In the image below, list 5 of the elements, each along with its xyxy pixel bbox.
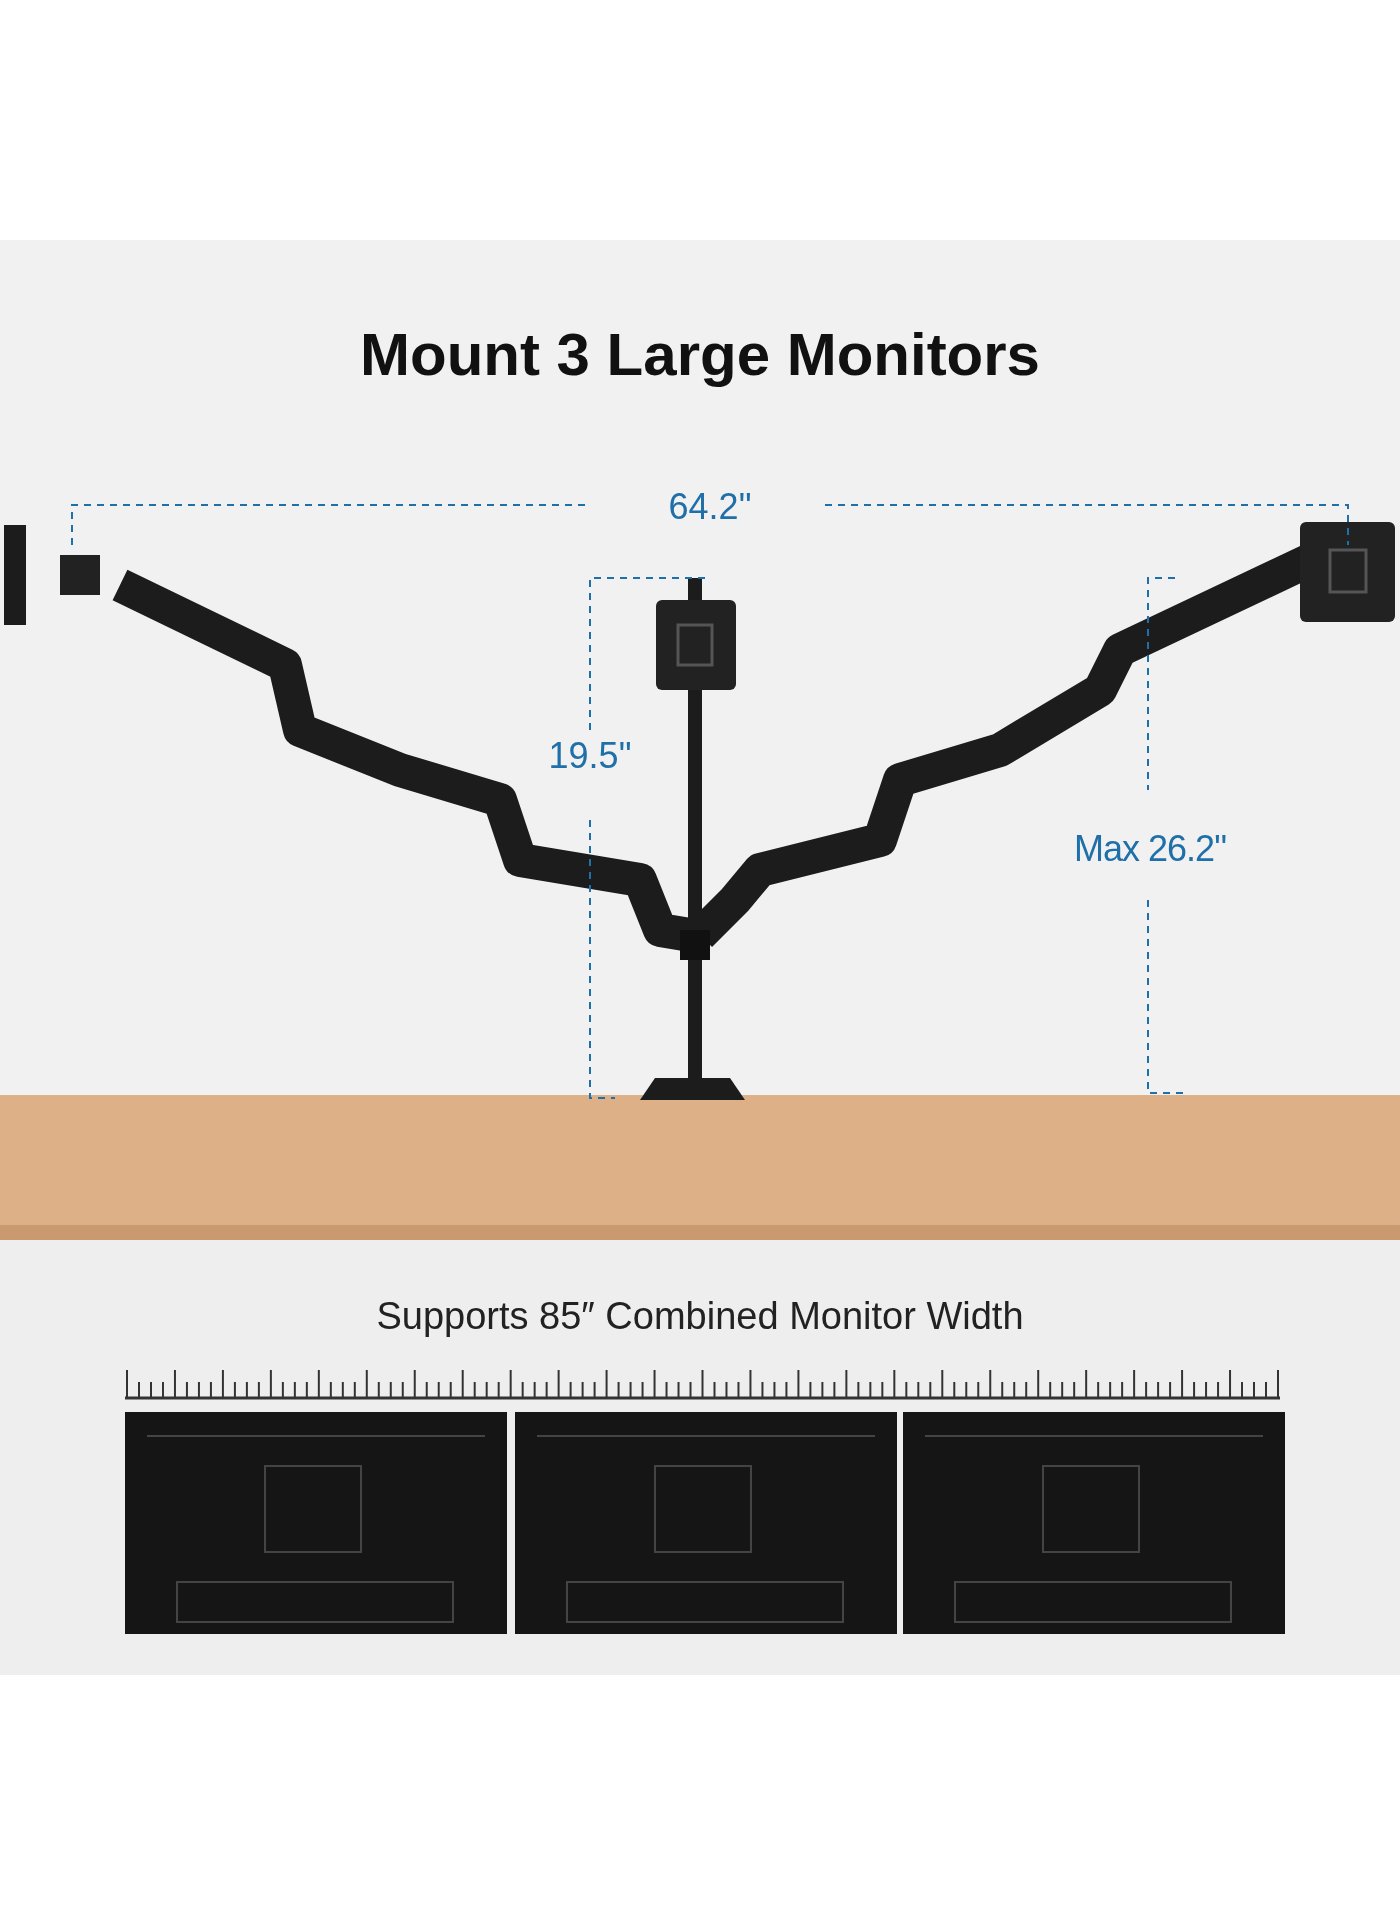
dimension-label: 64.2" — [667, 486, 753, 528]
caption-text: Supports 85″ Combined Monitor Width — [375, 1295, 1025, 1338]
title: Mount 3 Large Monitors — [359, 320, 1041, 389]
dimension-label: Max 26.2" — [1073, 828, 1227, 870]
dimension-label: 19.5" — [547, 735, 633, 777]
